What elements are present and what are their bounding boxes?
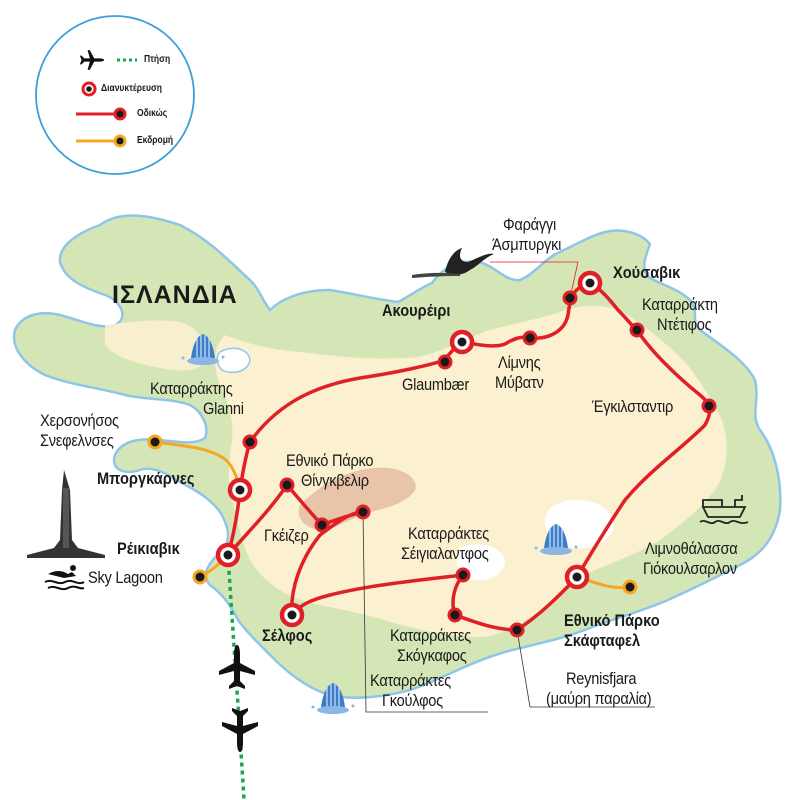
label-glanni-line1: Καταρράκτης: [150, 379, 233, 398]
legend: [35, 15, 195, 175]
label-thingvellir-line1: Εθνικό Πάρκο: [286, 451, 374, 470]
label-borgarnes: Μποργκάρνες: [97, 469, 195, 488]
label-dettifoss-line1: Καταρράκτη: [642, 295, 718, 314]
excursion-markers: [147, 434, 638, 595]
airplane-icon: [222, 708, 258, 752]
label-akureyri: Ακουρέιρι: [382, 301, 451, 320]
swimmer-icon: [44, 565, 85, 591]
label-husavik: Χούσαβικ: [613, 263, 681, 282]
stop-dettifoss[interactable]: [629, 322, 645, 338]
stop-reynisfjara[interactable]: [509, 622, 525, 638]
label-thingvellir-line2: Θίνγκβελιρ: [301, 471, 369, 490]
waterfall-icon: [311, 683, 355, 714]
overnight-markers: [215, 270, 603, 628]
road-stop-markers: [242, 290, 717, 638]
label-snaefellsnes-line1: Χερσονήσος: [40, 411, 119, 430]
stop-sky-lagoon[interactable]: [192, 569, 208, 585]
flight-path: [226, 554, 246, 800]
label-seljalandsfoss-line2: Σέιγιαλαντφος: [401, 544, 489, 563]
label-selfoss: Σέλφος: [262, 626, 313, 645]
waterfall-icon: [534, 524, 578, 555]
church-icon: [27, 470, 105, 558]
legend-overnight-label: Διανυκτέρευση: [101, 83, 162, 94]
label-sky-lagoon: Sky Lagoon: [88, 568, 163, 587]
marker-selfoss[interactable]: [279, 602, 305, 628]
island-interior: [214, 305, 727, 637]
stop-myvatn[interactable]: [522, 330, 538, 346]
marker-akureyri[interactable]: [449, 329, 475, 355]
label-gullfoss-line2: Γκούλφος: [382, 691, 443, 710]
stop-thingvellir[interactable]: [279, 477, 295, 493]
marker-borgarnes[interactable]: [227, 477, 253, 503]
airplane-icon: [219, 645, 255, 689]
label-skaftafell-line1: Εθνικό Πάρκο: [564, 611, 660, 630]
stop-glaumbaer[interactable]: [437, 354, 453, 370]
label-jokulsarlon-line2: Γιόκουλσαρλον: [643, 559, 737, 578]
stop-seljalandsfoss[interactable]: [455, 567, 471, 583]
label-gullfoss-line1: Καταρράκτες: [370, 671, 451, 690]
label-myvatn-line2: Μύβατν: [495, 373, 544, 392]
stop-glanni[interactable]: [242, 434, 258, 450]
stop-gullfoss[interactable]: [355, 504, 371, 520]
label-egilsstadir: Έγκιλσταντιρ: [592, 397, 674, 416]
stop-jokulsarlon[interactable]: [622, 579, 638, 595]
waterfall-icon: [181, 334, 225, 365]
stop-skogafoss[interactable]: [447, 607, 463, 623]
stop-snaefellsnes[interactable]: [147, 434, 163, 450]
label-skogafoss-line2: Σκόγκαφος: [397, 646, 467, 665]
marker-skaftafell[interactable]: [564, 564, 590, 590]
label-asbyrgi-line2: Άσμπυργκι: [492, 235, 562, 254]
label-reynisfjara-line1: Reynisfjara: [566, 669, 637, 688]
country-name: ΙΣΛΑΝΔΙΑ: [112, 281, 238, 309]
label-snaefellsnes-line2: Σνεφελνσες: [40, 431, 114, 450]
whale-tail-icon: [412, 248, 494, 278]
legend-flight-label: Πτήση: [144, 54, 171, 65]
label-geysir: Γκέιζερ: [264, 526, 309, 545]
label-glanni-line2: Glanni: [203, 399, 244, 418]
stop-egilsstadir[interactable]: [701, 398, 717, 414]
legend-excursion-label: Εκδρομή: [137, 135, 174, 146]
leader-lines: [362, 261, 655, 713]
label-jokulsarlon-line1: Λιμνοθάλασσα: [645, 539, 738, 558]
label-asbyrgi-line1: Φαράγγι: [503, 215, 556, 234]
label-dettifoss-line2: Ντέτιφος: [657, 315, 712, 334]
marker-reykjavik[interactable]: [215, 542, 241, 568]
label-glaumbaer: Glaumbær: [402, 375, 469, 394]
island-interior-west: [105, 320, 207, 371]
marker-husavik[interactable]: [577, 270, 603, 296]
label-seljalandsfoss-line1: Καταρράκτες: [408, 524, 489, 543]
label-skaftafell-line2: Σκάφταφελ: [564, 631, 641, 650]
label-reykjavik: Ρέικιαβικ: [117, 539, 180, 558]
legend-road-label: Οδικώς: [137, 108, 168, 119]
label-skogafoss-line1: Καταρράκτες: [390, 626, 471, 645]
airplane-icon: [79, 50, 105, 70]
highland-region: [298, 467, 416, 530]
boat-icon: [699, 495, 749, 525]
stop-asbyrgi[interactable]: [562, 290, 578, 306]
label-myvatn-line1: Λίμνης: [498, 353, 541, 372]
stop-geysir[interactable]: [314, 517, 330, 533]
glacier-langjokull: [216, 347, 251, 373]
label-reynisfjara-line2: (μαύρη παραλία): [546, 689, 652, 708]
